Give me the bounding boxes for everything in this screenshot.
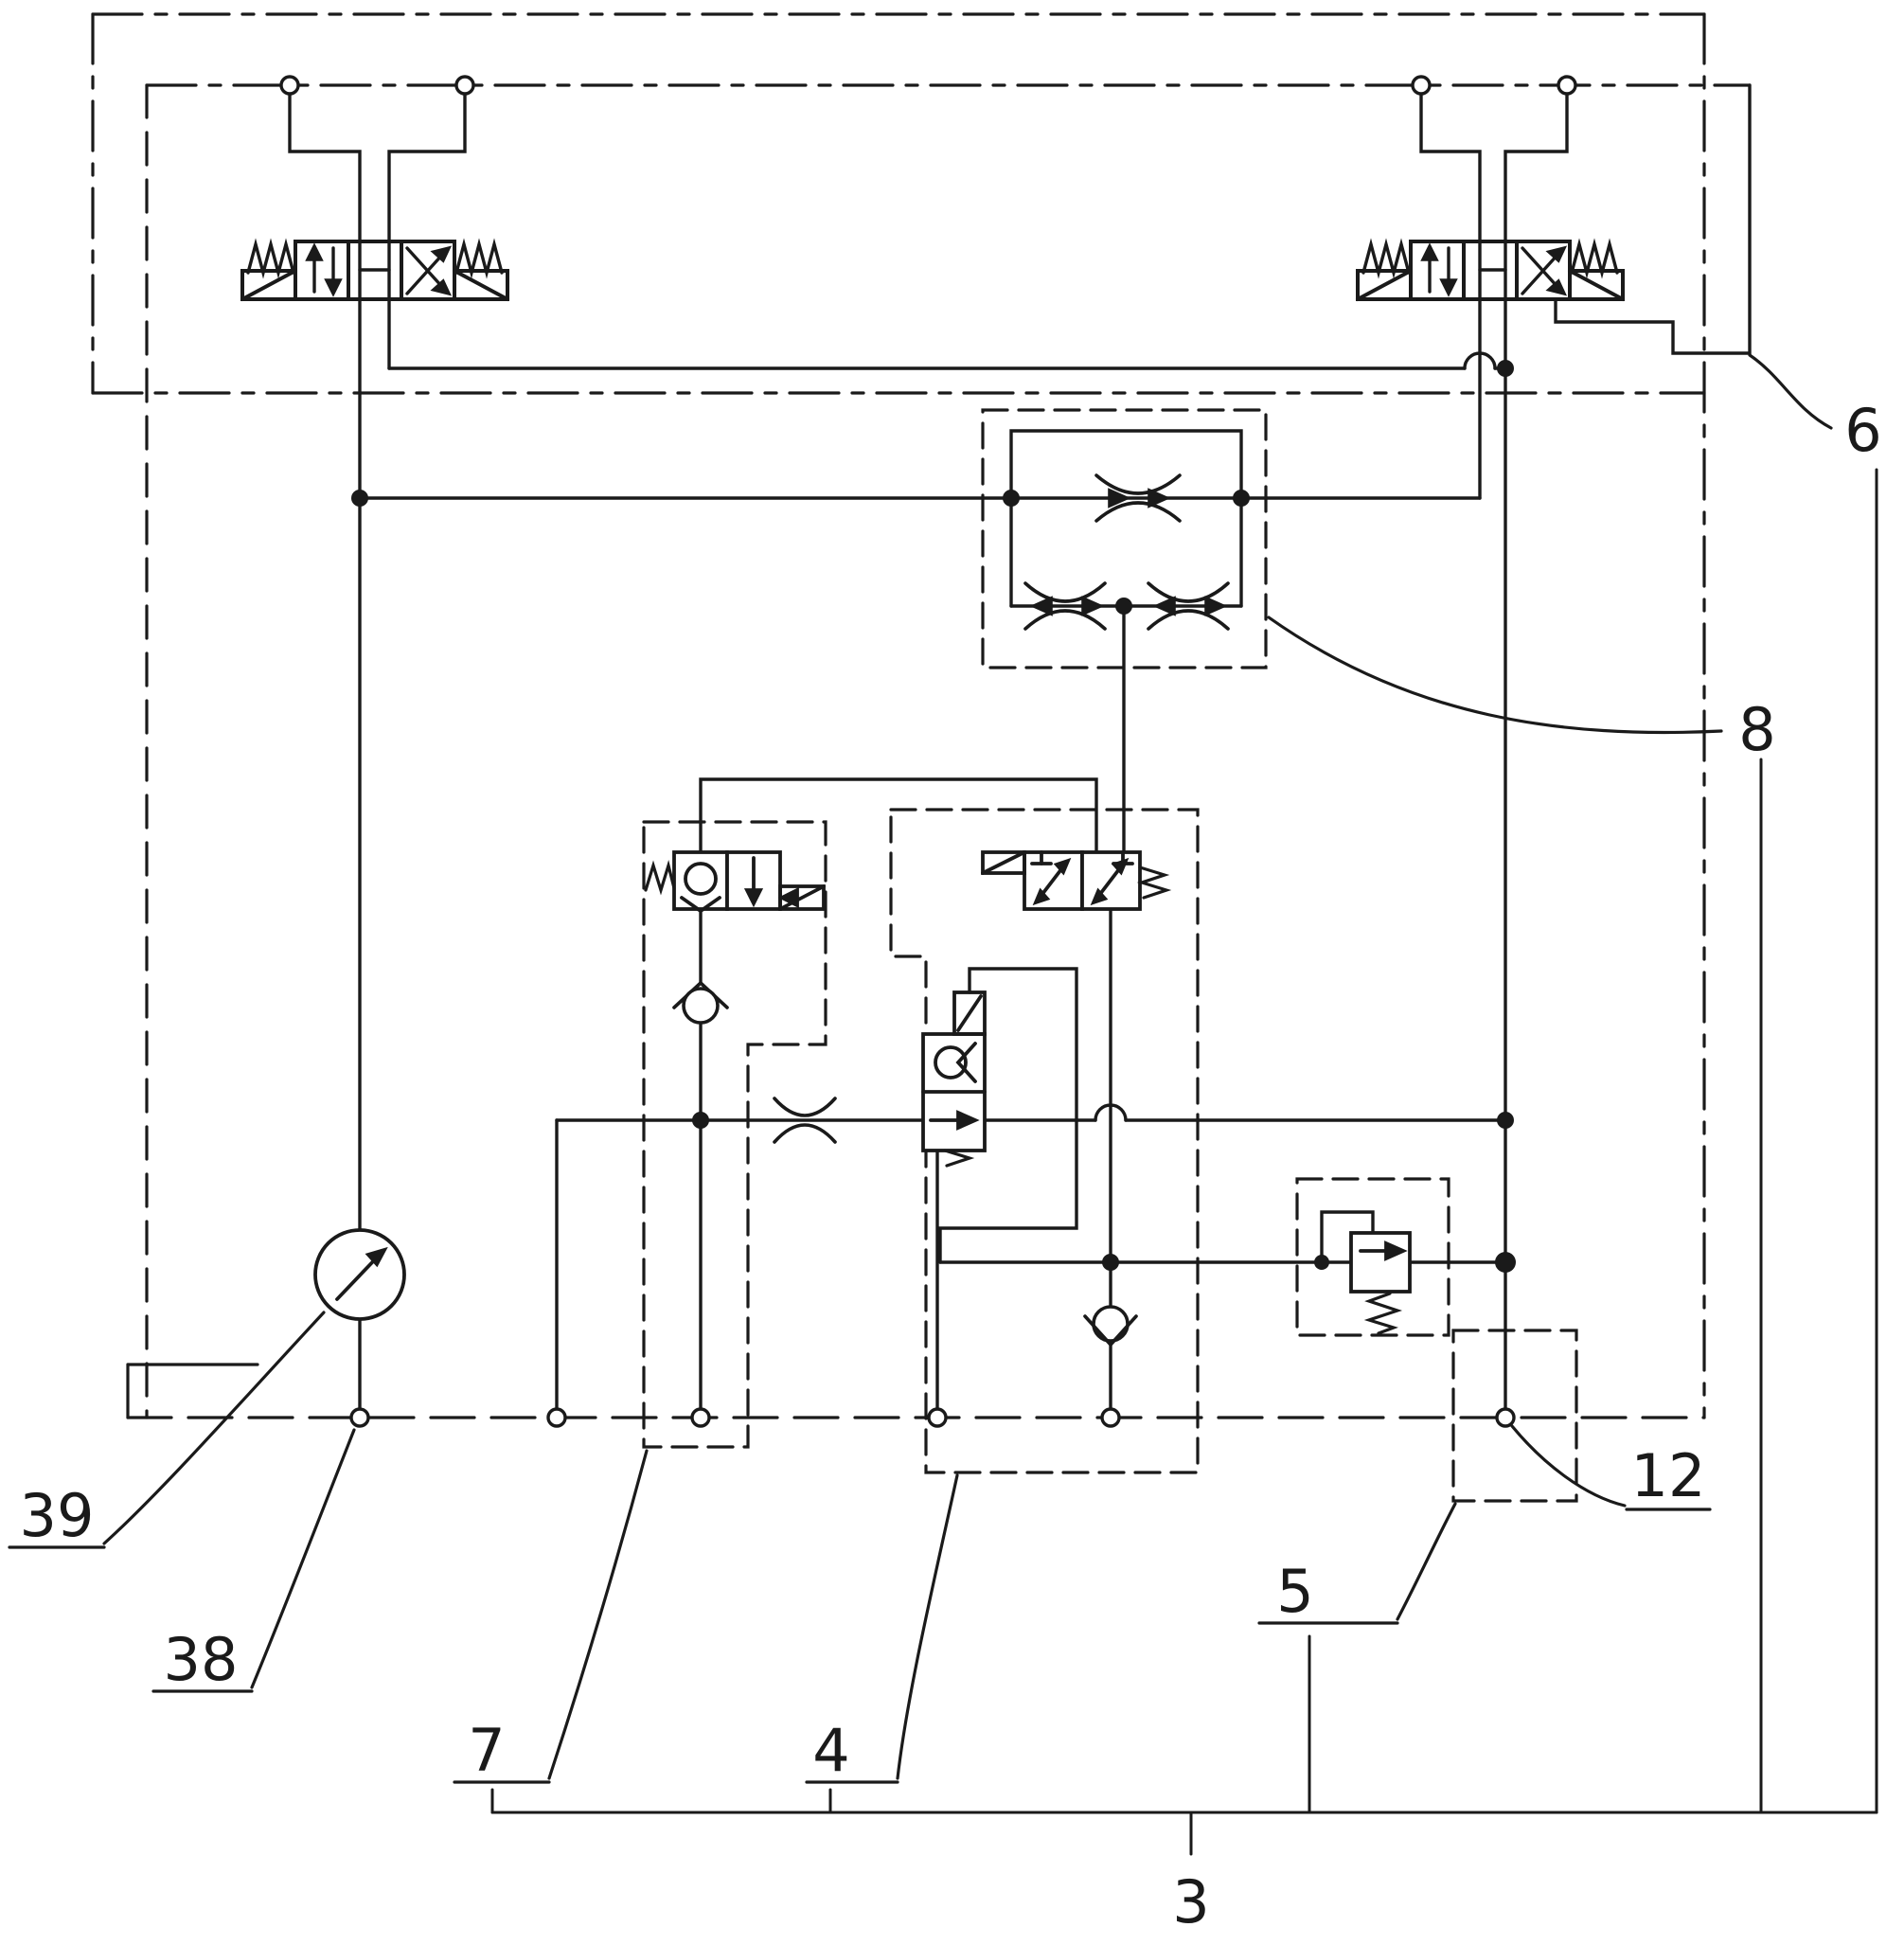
spring-return-icon <box>1363 1292 1403 1335</box>
leader-8 <box>1267 616 1723 735</box>
spring-return-icon <box>644 860 676 896</box>
solenoid-actuator-icon <box>981 850 1026 875</box>
port-12-box <box>1451 1329 1578 1503</box>
bottom-port-rail <box>126 1363 1706 1419</box>
solenoid-directional-valve-right <box>1356 238 1625 301</box>
throttle-orifice-icons <box>1023 473 1230 631</box>
leader-5 <box>1396 1502 1457 1621</box>
pilot-port <box>279 75 300 96</box>
bottom-port <box>927 1407 948 1428</box>
bottom-port <box>1100 1407 1121 1428</box>
pressure-relief-valve <box>1349 1231 1412 1335</box>
pilot-port <box>454 75 475 96</box>
spring-return-icon <box>1361 238 1619 279</box>
solenoid-selector-valve <box>981 850 1172 911</box>
check-valve-icon <box>1083 1305 1138 1347</box>
port-38 <box>349 1407 370 1428</box>
poppet-solenoid-valve <box>644 850 826 914</box>
solenoid-actuator-icon <box>240 269 509 301</box>
spring-return-icon <box>246 238 504 279</box>
leader-4 <box>896 1473 959 1780</box>
label-3: 3 <box>1172 1867 1209 1936</box>
flow-control-block-8 <box>981 408 1268 669</box>
flow-lines <box>288 83 1752 1412</box>
orifice-icon <box>773 1097 837 1144</box>
port-connection-icons <box>279 75 1577 1428</box>
label-6: 6 <box>1844 396 1881 465</box>
pilot-port <box>1411 75 1432 96</box>
label-39: 39 <box>20 1481 95 1550</box>
label-8: 8 <box>1738 695 1775 764</box>
leader-6 <box>1748 353 1833 430</box>
pilot-actuator-icon <box>952 990 987 1036</box>
reference-labels: 6 8 12 39 38 7 4 5 3 <box>20 396 1882 1936</box>
leader-lines <box>8 353 1833 1784</box>
check-valve-icon <box>672 980 729 1025</box>
solenoid-actuator-icon <box>777 884 826 911</box>
label-4: 4 <box>812 1716 849 1785</box>
relief-valve-box <box>1295 1177 1450 1337</box>
solenoid-directional-valve-left <box>240 238 509 301</box>
pilot-operated-check-valve <box>921 990 987 1168</box>
bottom-port <box>546 1407 567 1428</box>
label-12: 12 <box>1631 1441 1706 1510</box>
leader-12 <box>1510 1424 1627 1508</box>
label-38: 38 <box>164 1625 239 1694</box>
group-bracket-3 <box>490 468 1878 1856</box>
pilot-port <box>1557 75 1577 96</box>
port-12 <box>1495 1407 1516 1428</box>
component-blocks <box>642 408 1578 1503</box>
valve-block-4 <box>889 808 1200 1474</box>
leader-7 <box>547 1449 649 1780</box>
solenoid-actuator-icon <box>1356 269 1625 301</box>
junction-dots <box>351 360 1516 1273</box>
leader-38 <box>250 1428 356 1689</box>
leader-39 <box>102 1311 326 1545</box>
bottom-port <box>690 1407 711 1428</box>
pressure-gauge-icon <box>313 1228 406 1321</box>
spring-return-icon <box>1136 865 1172 900</box>
label-5: 5 <box>1276 1557 1313 1626</box>
valve-block-7 <box>642 820 827 1449</box>
label-7: 7 <box>468 1716 505 1785</box>
